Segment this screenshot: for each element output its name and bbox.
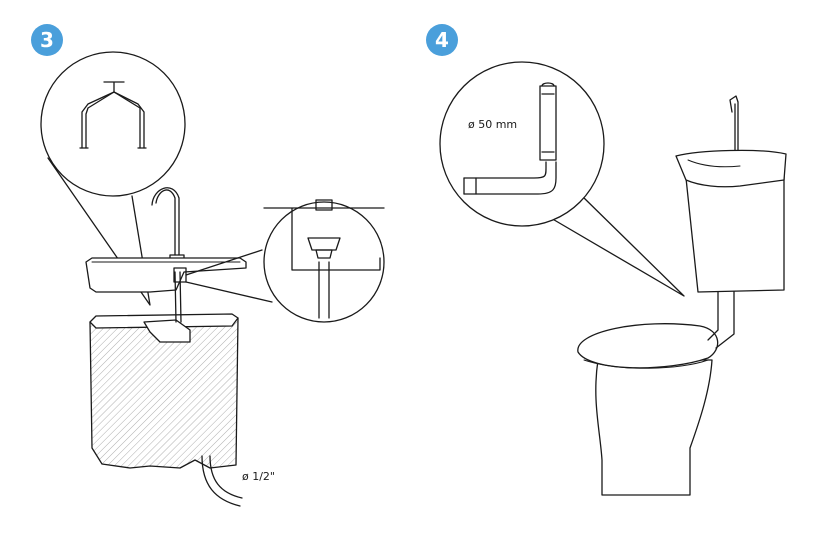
cistern-basin-icon	[675, 95, 787, 293]
faucet-icon	[151, 187, 185, 263]
pipe-detail-callout: ø 50 mm	[439, 61, 685, 297]
step-3-badge: 3	[31, 24, 63, 56]
step-4-panel: 4 ø 50 mm	[426, 24, 787, 496]
step-3-pipe-label: ø 1/2"	[242, 470, 275, 483]
step-3-number: 3	[40, 28, 54, 52]
step-4-pipe-label: ø 50 mm	[468, 118, 517, 131]
bracket-detail-callout	[40, 51, 186, 306]
toilet-bowl-icon	[577, 323, 719, 496]
step-3-panel: 3	[31, 24, 385, 507]
flush-pipe-icon	[707, 289, 735, 349]
valve-detail-callout	[185, 199, 385, 323]
step-4-number: 4	[435, 28, 449, 52]
cistern-icon	[89, 271, 239, 469]
step-4-badge: 4	[426, 24, 458, 56]
u-bracket-icon	[79, 81, 147, 149]
